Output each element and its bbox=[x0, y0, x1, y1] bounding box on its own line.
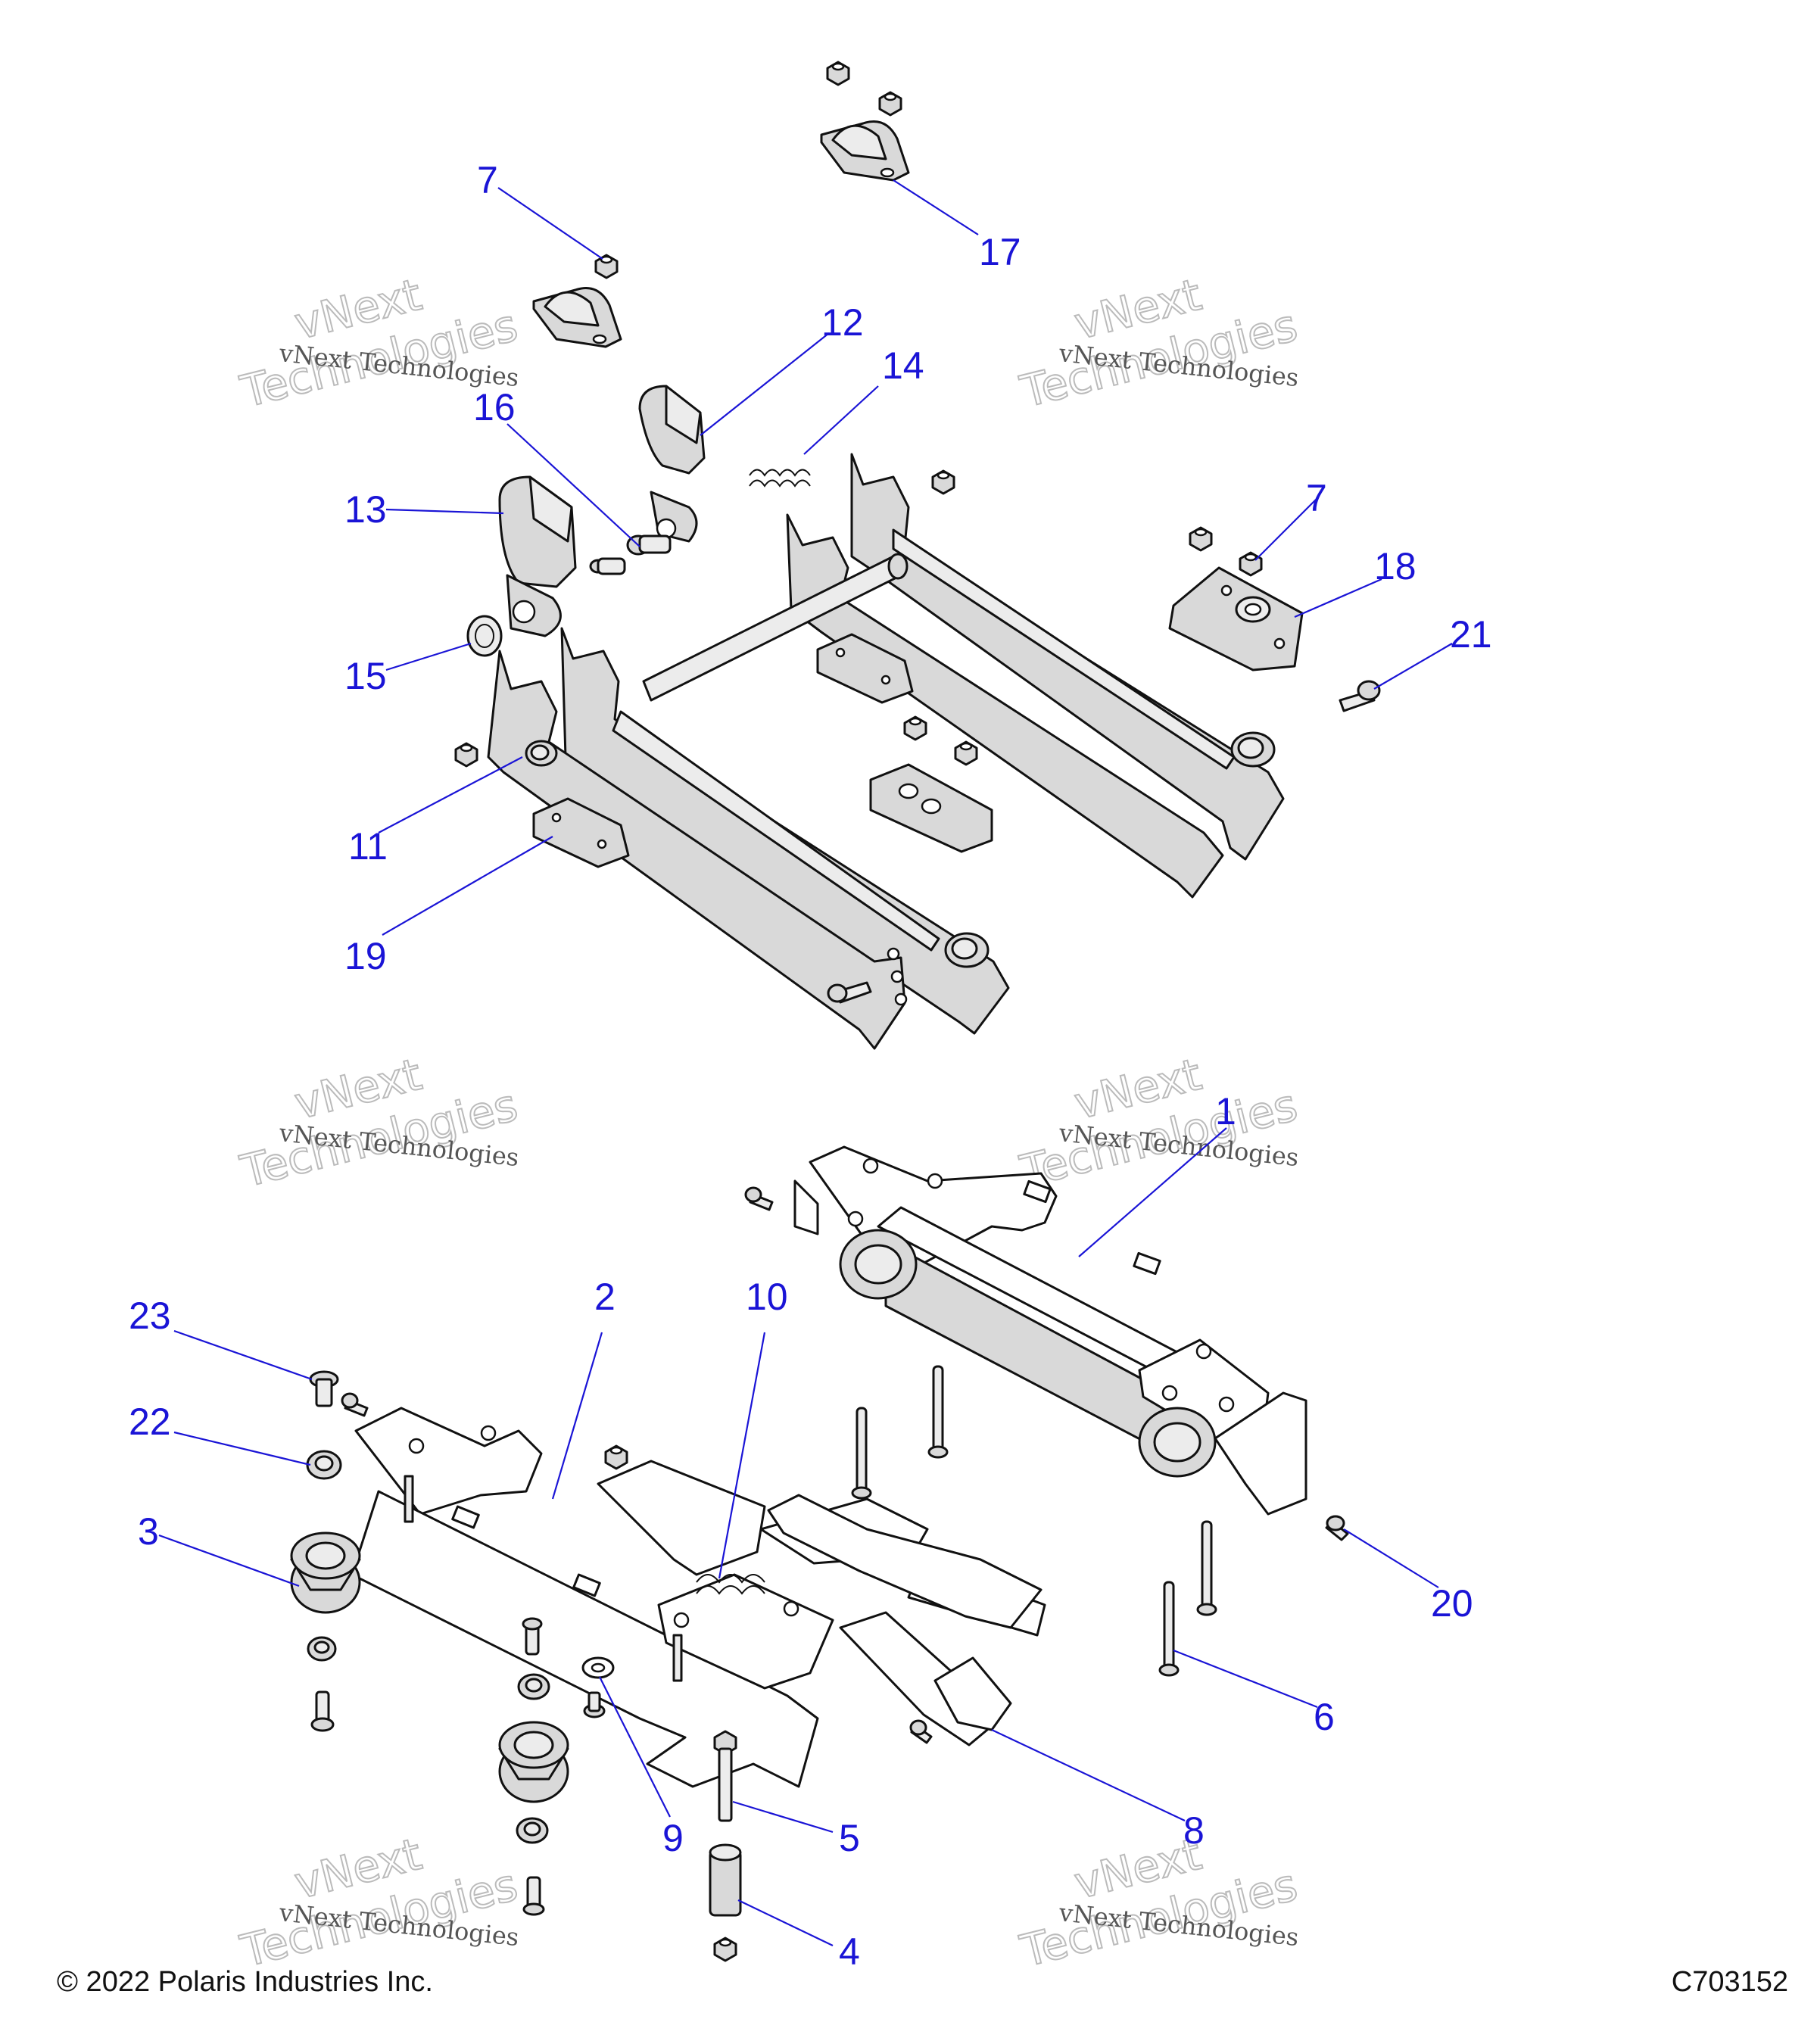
nut-icon bbox=[878, 91, 902, 117]
upper-assembly bbox=[454, 61, 1381, 1050]
callout-7: 7 bbox=[477, 159, 498, 201]
pin-6 bbox=[851, 1365, 1217, 1677]
bolt-icon bbox=[827, 981, 872, 1004]
frame-1 bbox=[793, 1145, 1307, 1516]
callout-5: 5 bbox=[839, 1817, 860, 1859]
pin-16 bbox=[589, 534, 672, 575]
spring-15 bbox=[466, 615, 503, 657]
callout-17: 17 bbox=[979, 231, 1021, 273]
latch-bracket-center bbox=[869, 763, 993, 853]
callout-11: 11 bbox=[348, 825, 388, 868]
callout-12: 12 bbox=[821, 301, 864, 344]
washer-9 bbox=[581, 1656, 615, 1679]
callout-1: 1 bbox=[1215, 1090, 1236, 1133]
nut-icon bbox=[594, 254, 619, 279]
callout-8: 8 bbox=[1183, 1809, 1205, 1852]
spring-10 bbox=[696, 1574, 765, 1595]
nut-icon bbox=[903, 715, 927, 741]
callout-21: 21 bbox=[1450, 613, 1492, 656]
copyright-text: © 2022 Polaris Industries Inc. bbox=[57, 1966, 433, 1998]
spacer-4 bbox=[709, 1843, 742, 1917]
screw-icon bbox=[583, 1691, 606, 1718]
bolt-5 bbox=[713, 1730, 737, 1822]
saddle-bracket-left bbox=[532, 287, 622, 348]
latch-arm-8 bbox=[767, 1494, 1043, 1746]
bearing-icon bbox=[516, 1817, 549, 1844]
callout-15: 15 bbox=[344, 655, 387, 697]
roller-icon bbox=[498, 1721, 569, 1803]
bolt-icon bbox=[909, 1719, 933, 1744]
bolt-21 bbox=[1339, 680, 1381, 712]
lower-assembly bbox=[290, 1145, 1349, 1962]
callouts: 7 17 12 14 16 13 15 7 18 21 11 19 1 2 10… bbox=[129, 159, 1492, 1973]
rail-right bbox=[786, 453, 1285, 899]
mount-plate-center bbox=[816, 633, 914, 704]
bolt-icon bbox=[341, 1392, 369, 1417]
pin-icon bbox=[310, 1690, 335, 1732]
callout-6: 6 bbox=[1314, 1696, 1335, 1738]
callout-22: 22 bbox=[129, 1401, 171, 1443]
callout-23: 23 bbox=[129, 1295, 171, 1337]
roller-3 bbox=[290, 1531, 361, 1614]
callout-20: 20 bbox=[1431, 1582, 1473, 1625]
leader-lines bbox=[158, 179, 1453, 1946]
callout-13: 13 bbox=[344, 488, 387, 531]
cross-tube bbox=[642, 553, 908, 702]
spring-14 bbox=[749, 469, 811, 488]
bearing-22 bbox=[306, 1450, 342, 1480]
bolt-20 bbox=[1325, 1515, 1349, 1541]
mount-plate-18 bbox=[1168, 566, 1304, 671]
nut-icon bbox=[604, 1444, 628, 1470]
callout-7-right: 7 bbox=[1306, 477, 1327, 519]
callout-18: 18 bbox=[1374, 545, 1417, 587]
bearing-icon bbox=[307, 1636, 337, 1662]
pin-icon bbox=[522, 1876, 545, 1916]
nut-icon bbox=[713, 1937, 737, 1962]
nut-icon bbox=[931, 469, 955, 495]
nut-icon bbox=[1189, 526, 1213, 552]
callout-4: 4 bbox=[839, 1930, 860, 1973]
latch-13 bbox=[498, 475, 577, 637]
bearing-icon bbox=[517, 1673, 550, 1700]
pin-icon bbox=[522, 1617, 543, 1656]
saddle-bracket-17 bbox=[820, 120, 910, 182]
latch-12 bbox=[638, 385, 706, 543]
screw-23 bbox=[309, 1370, 339, 1407]
mount-plate-19 bbox=[532, 797, 630, 868]
callout-19: 19 bbox=[344, 935, 387, 977]
nut-icon bbox=[954, 740, 978, 766]
callout-10: 10 bbox=[746, 1276, 788, 1318]
nut-icon bbox=[1239, 551, 1263, 577]
diagram-code: C703152 bbox=[1672, 1966, 1788, 1998]
callout-3: 3 bbox=[138, 1510, 159, 1553]
callout-9: 9 bbox=[662, 1817, 684, 1859]
callout-16: 16 bbox=[473, 386, 516, 428]
callout-14: 14 bbox=[882, 344, 924, 387]
nut-icon bbox=[826, 61, 850, 86]
bolt-icon bbox=[744, 1186, 774, 1211]
nut-icon bbox=[454, 742, 478, 768]
rail-left bbox=[487, 627, 1010, 1050]
callout-2: 2 bbox=[594, 1276, 616, 1318]
